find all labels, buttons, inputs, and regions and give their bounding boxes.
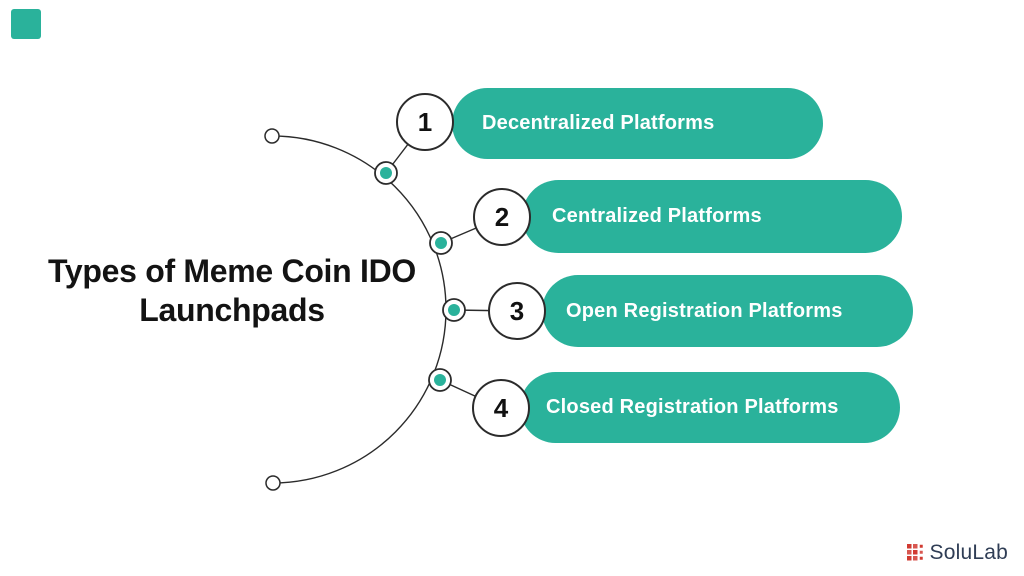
brand-logo: SoluLab bbox=[906, 541, 1008, 565]
arc-node-2 bbox=[429, 231, 453, 255]
step-number: 4 bbox=[493, 392, 509, 423]
pill-centralized-platforms: Centralized Platforms bbox=[522, 180, 902, 253]
page-title: Types of Meme Coin IDO Launchpads bbox=[40, 252, 424, 330]
step-circle-3: 3 bbox=[488, 282, 546, 340]
pill-closed-registration-platforms: Closed Registration Platforms bbox=[520, 372, 900, 443]
title-line-2: Launchpads bbox=[139, 292, 325, 328]
title-line-1: Types of Meme Coin IDO bbox=[48, 253, 416, 289]
brand-name: SoluLab bbox=[929, 541, 1008, 564]
pill-label: Closed Registration Platforms bbox=[546, 396, 839, 418]
step-circle-2: 2 bbox=[473, 188, 531, 246]
arc-endpoint-top bbox=[264, 128, 280, 144]
step-number: 1 bbox=[417, 106, 433, 137]
solulab-logo-icon bbox=[906, 544, 923, 561]
arc-endpoint-bottom bbox=[265, 475, 281, 491]
step-circle-4: 4 bbox=[472, 379, 530, 437]
pill-label: Centralized Platforms bbox=[552, 205, 762, 227]
pill-decentralized-platforms: Decentralized Platforms bbox=[452, 88, 823, 159]
arc-node-3 bbox=[442, 298, 466, 322]
corner-accent-square bbox=[11, 9, 41, 39]
pill-open-registration-platforms: Open Registration Platforms bbox=[542, 275, 913, 347]
step-circle-1: 1 bbox=[396, 93, 454, 151]
step-number: 2 bbox=[494, 201, 510, 232]
arc-node-4 bbox=[428, 368, 452, 392]
step-number: 3 bbox=[509, 295, 525, 326]
arc-node-1 bbox=[374, 161, 398, 185]
pill-label: Decentralized Platforms bbox=[482, 112, 715, 134]
pill-label: Open Registration Platforms bbox=[566, 299, 843, 322]
